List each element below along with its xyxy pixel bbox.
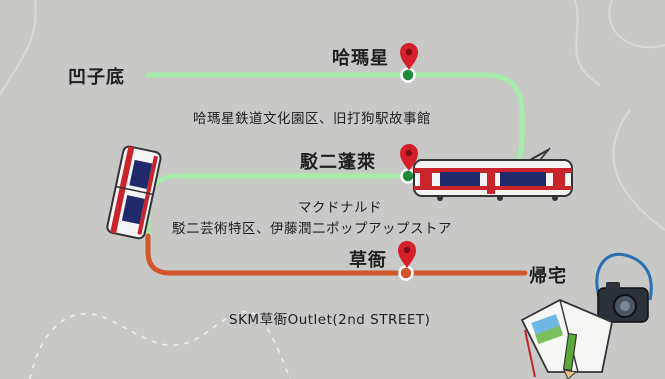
map-pin-icon: [398, 241, 416, 268]
station-description-caoya: SKM草衙Outlet(2nd STREET): [229, 312, 431, 328]
station-description-bo2-line2: 駁二芸術特区、伊藤潤二ポップアップストア: [172, 221, 452, 237]
map-pin-icon: [400, 43, 418, 70]
station-name-bo2: 駁二蓬萊: [300, 152, 376, 173]
station-name-caoya: 草衙: [349, 250, 387, 271]
map-contour-lines: [0, 0, 665, 231]
light-rail-tram-icon: [413, 147, 573, 201]
station-description-bo2-line1: マクドナルド: [298, 200, 382, 216]
light-rail-tram-icon: [106, 145, 162, 240]
station-dot-caoya: [398, 265, 414, 281]
open-book-icon: [520, 299, 614, 378]
pencil-icon: [562, 332, 578, 379]
station-dot-bo2: [400, 168, 416, 184]
station-name-hamasen: 哈瑪星: [332, 48, 389, 69]
route-line-orange: [145, 233, 528, 276]
route-end-label: 帰宅: [529, 266, 567, 287]
route-start-label: 凹子底: [68, 67, 125, 88]
station-description-hamasen: 哈瑪星鉄道文化園区、旧打狗駅故事館: [193, 111, 431, 127]
camera-icon: [595, 252, 653, 323]
station-dot-hamasen: [400, 67, 416, 83]
dashed-trail: [29, 310, 291, 379]
map-pin-icon: [400, 144, 418, 171]
